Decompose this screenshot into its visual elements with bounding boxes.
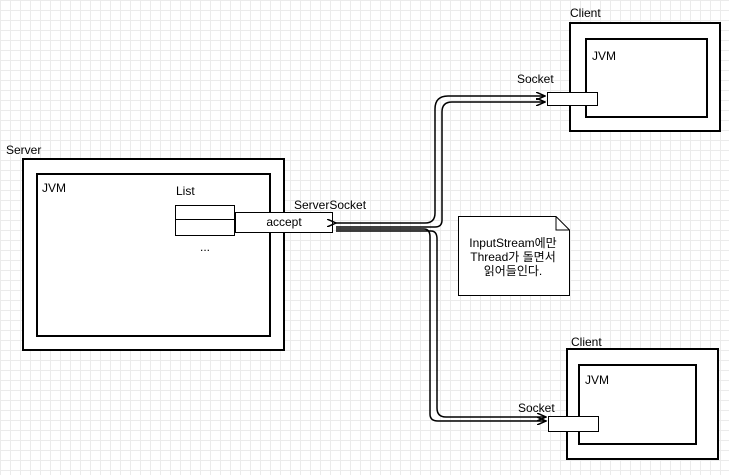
list-ellipsis: ... [200,240,211,254]
client-2-label: Client [571,335,602,349]
note-line-2: Thread가 돌면서 [470,250,556,264]
note-shape [458,216,570,296]
server-socket-label: ServerSocket [294,198,367,212]
note-text: InputStream에만 Thread가 돌면서 읽어들인다. [460,236,566,278]
note-line-1: InputStream에만 [469,236,557,250]
link-to-client-1-outer [336,96,545,223]
link-to-client-1-inner [336,102,545,228]
client-1-jvm-box[interactable] [585,38,708,118]
list-label: List [176,184,195,198]
accept-label: accept [266,215,302,229]
list-shape[interactable] [175,205,235,236]
client-2-jvm-label: JVM [585,373,609,387]
server-label: Server [6,143,42,157]
server-jvm-label: JVM [42,181,66,195]
client-1-jvm-label: JVM [592,49,616,63]
note-line-3: 읽어들인다. [483,264,543,278]
client-2-socket[interactable] [548,416,599,432]
accept-box[interactable]: accept [235,212,333,233]
list-divider [175,219,235,220]
client-1-socket-label: Socket [517,72,554,86]
client-1-socket[interactable] [547,92,598,106]
client-1-label: Client [570,6,601,20]
client-2-socket-label: Socket [518,401,555,415]
server-jvm-box[interactable] [36,173,271,337]
